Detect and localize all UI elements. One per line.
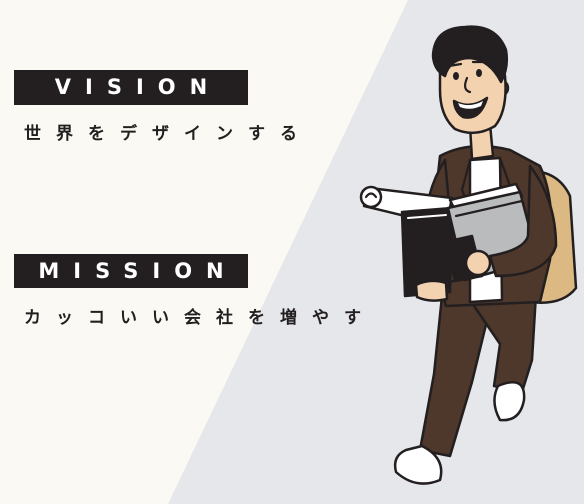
right-eye xyxy=(476,69,482,77)
nose xyxy=(463,76,472,94)
mission-statement: カッコいい会社を増やす xyxy=(24,308,376,328)
teeth xyxy=(458,101,483,109)
left-eye xyxy=(453,72,459,80)
black-folder xyxy=(400,206,454,298)
hair xyxy=(431,25,509,84)
eyebrows xyxy=(447,60,488,68)
head xyxy=(431,25,510,135)
left-shoe xyxy=(393,444,443,485)
vision-label: VISION xyxy=(54,75,222,99)
right-shoe xyxy=(493,381,526,422)
right-sleeve xyxy=(488,164,558,278)
right-hand xyxy=(464,249,492,277)
vision-statement: 世界をデザインする xyxy=(24,124,312,144)
vision-label-box: VISION xyxy=(14,70,248,105)
mission-label: MISSION xyxy=(38,258,238,283)
left-hand xyxy=(414,279,449,302)
mission-label-box: MISSION xyxy=(14,254,248,288)
